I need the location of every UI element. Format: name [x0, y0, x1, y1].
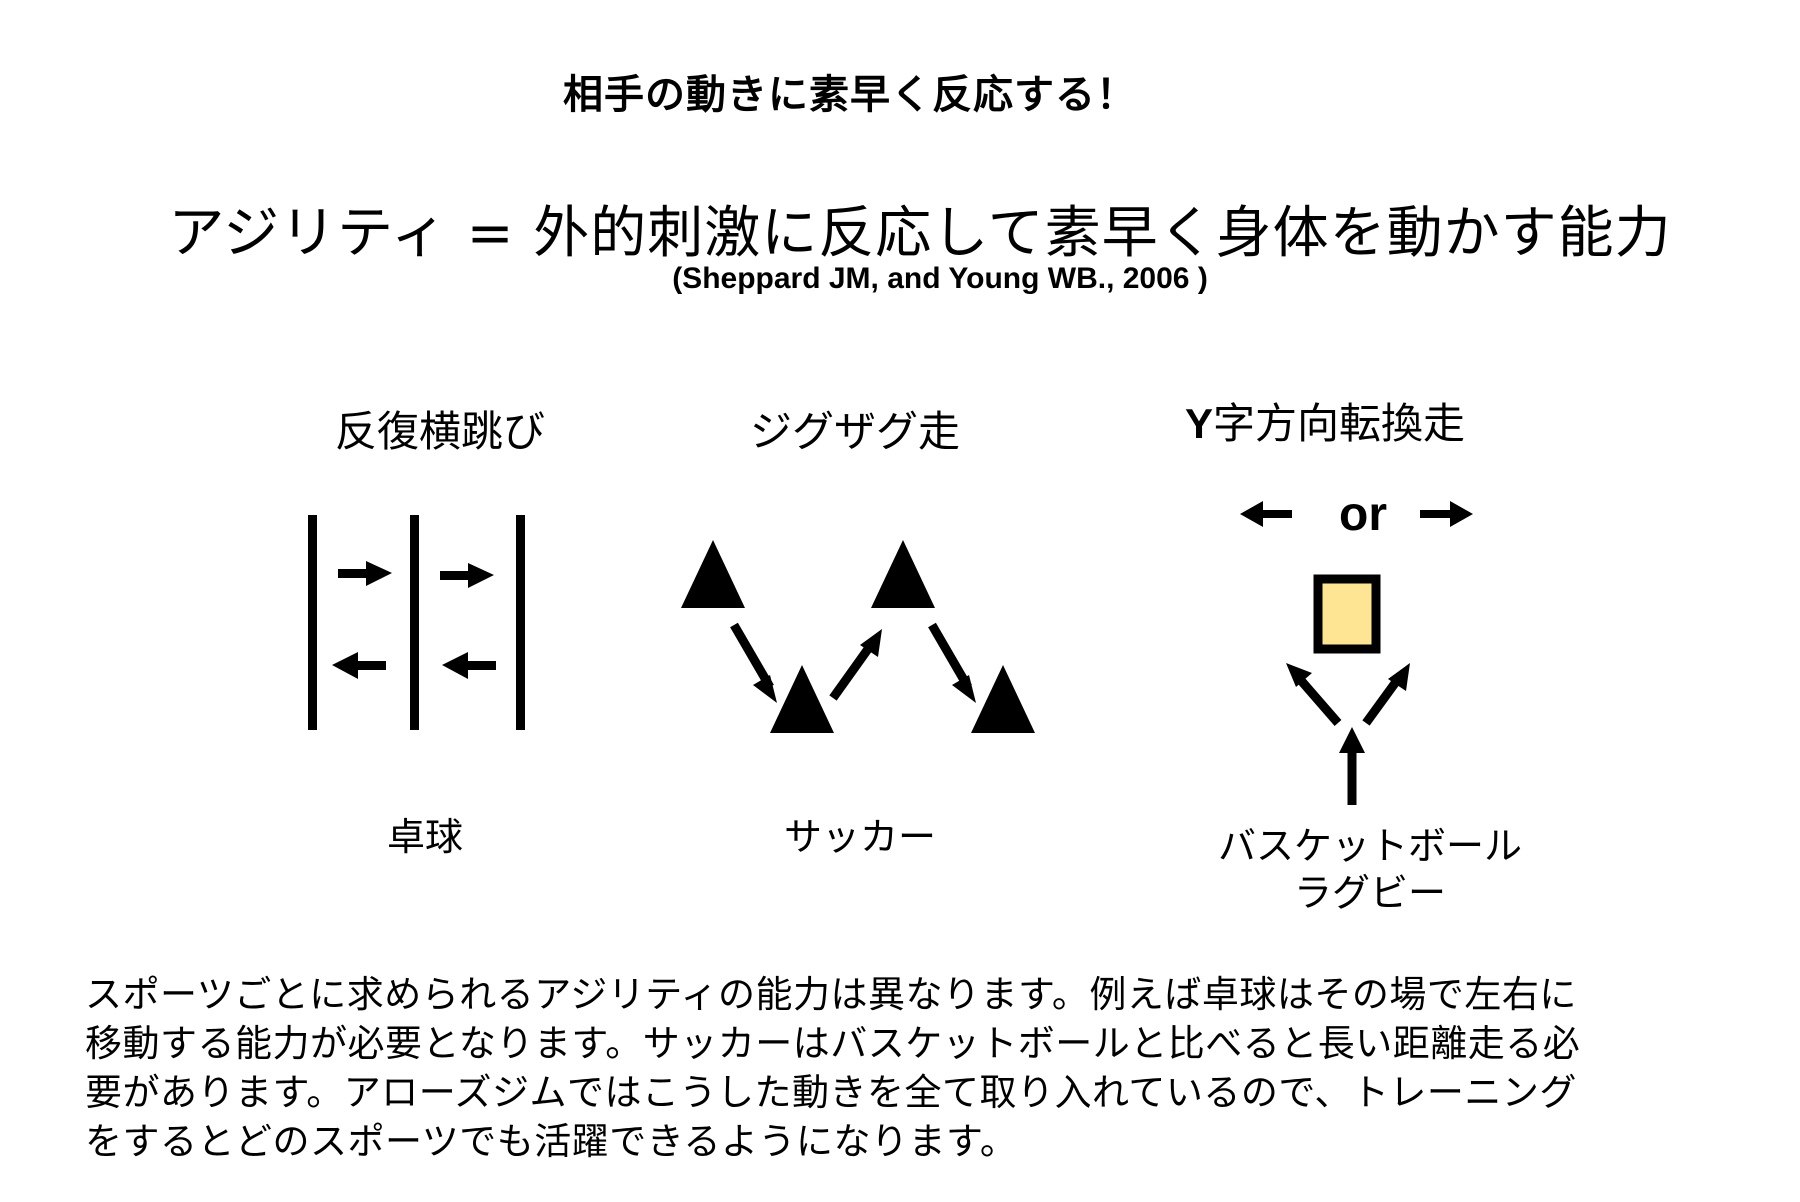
sport-label-soccer: サッカー [783, 815, 936, 859]
drill-title-y-turn-text: 字方向転換走 [1213, 399, 1466, 448]
arrow-up-left-icon [1286, 663, 1312, 687]
paragraph-line: 要があります。アローズジムではこうした動きを全て取り入れているので、トレーニング [85, 1071, 1577, 1114]
zigzag-diagram [681, 540, 1035, 733]
sport-label-table-tennis: 卓球 [386, 815, 463, 859]
top-heading: 相手の動きに素早く反応する！ [563, 72, 1137, 118]
drill-title-y-turn: Y字方向転換走 [1160, 390, 1490, 451]
paragraph-line: スポーツごとに求められるアジリティの能力は異なります。例えば卓球はその場で左右に [85, 973, 1577, 1016]
description-paragraph: スポーツごとに求められるアジリティの能力は異なります。例えば卓球はその場で左右に… [85, 970, 1725, 1166]
drill-title-y-letter: Y [1184, 400, 1213, 447]
arrow-down-right-icon [753, 675, 777, 703]
arrow-left-icon [442, 652, 496, 679]
arrow-up-icon [1339, 727, 1365, 753]
paragraph-line: 移動する能力が必要となります。サッカーはバスケットボールと比べると長い距離走る必 [85, 1022, 1581, 1065]
sport-label-basketball: バスケットボール [1217, 824, 1522, 868]
drill-title-side-step: 反復横跳び [320, 398, 560, 459]
cone-icon [770, 665, 834, 733]
arrow-left-icon [332, 652, 386, 679]
cone-icon [871, 540, 935, 608]
citation: (Sheppard JM, and Young WB., 2006 ) [672, 262, 1208, 295]
lane-line-left [308, 515, 317, 730]
arrow-left-icon [1240, 501, 1292, 527]
cone-icon [681, 540, 745, 608]
arrow-down-right-icon [952, 675, 976, 703]
side-step-diagram [308, 515, 525, 730]
arrow-up-right-icon [860, 629, 882, 657]
arrow-up-right-icon [1388, 663, 1410, 691]
lane-line-right [516, 515, 525, 730]
drill-title-side-step-text: 反復横跳び [334, 407, 545, 456]
or-label: or [1339, 488, 1387, 541]
cone-icon [971, 665, 1035, 733]
paragraph-line: をするとどのスポーツでも活躍できるようになります。 [85, 1120, 1018, 1163]
arrow-right-icon [1420, 501, 1473, 527]
sport-label-rugby: ラグビー [1293, 871, 1446, 915]
target-box [1313, 574, 1381, 654]
arrow-right-icon [440, 563, 494, 588]
drill-title-zigzag: ジグザグ走 [735, 398, 975, 459]
y-turn-diagram: or [1240, 488, 1473, 805]
drill-title-zigzag-text: ジグザグ走 [749, 407, 960, 456]
lane-line-middle [410, 515, 419, 730]
arrow-right-icon [338, 561, 392, 586]
agility-definition: アジリティ = 外的刺激に反応して素早く身体を動かす能力 [168, 201, 1672, 266]
